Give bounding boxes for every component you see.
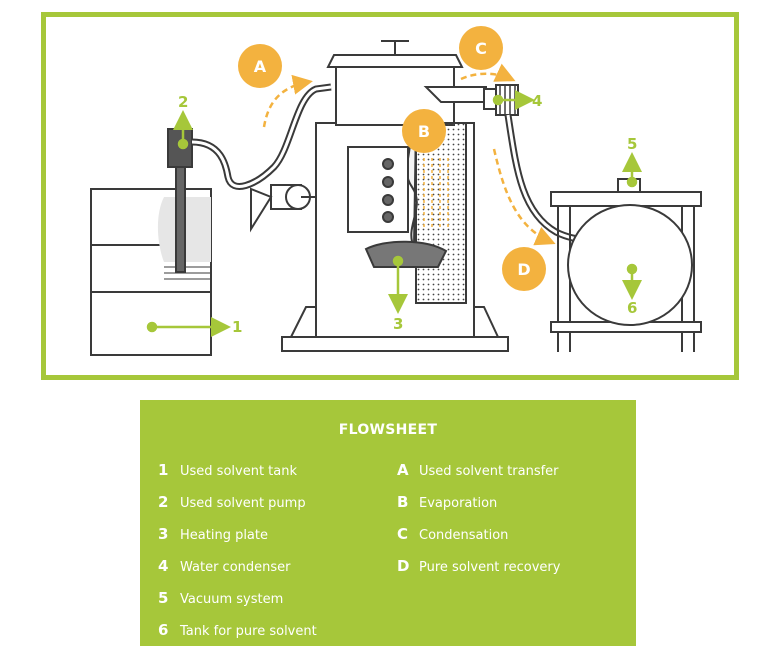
step-badge-a: A (238, 44, 282, 88)
label-3: 3 (393, 315, 403, 333)
legend-text: Tank for pure solvent (180, 624, 317, 639)
legend-text: Heating plate (180, 528, 268, 543)
legend-text: Used solvent pump (180, 496, 306, 511)
legend-key: 6 (158, 621, 169, 639)
legend-key: 1 (158, 461, 169, 479)
step-badge-c: C (459, 26, 503, 70)
legend-item-6: 6 Tank for pure solvent (158, 621, 317, 639)
flowsheet-diagram: 1 2 3 4 5 6 A B C D (90, 26, 702, 356)
diagram-frame: 1 2 3 4 5 6 A B C D (41, 12, 739, 380)
legend-key: 4 (158, 557, 169, 575)
legend-item-2: 2 Used solvent pump (158, 493, 306, 511)
pure-solvent-tank (550, 178, 702, 352)
legend-text: Evaporation (419, 496, 498, 511)
used-solvent-pump (167, 128, 193, 273)
legend-item-3: 3 Heating plate (158, 525, 268, 543)
legend-key: 3 (158, 525, 169, 543)
legend-text: Condensation (419, 528, 509, 543)
transfer-pipe (191, 83, 332, 190)
svg-text:D: D (517, 260, 530, 279)
legend-item-1: 1 Used solvent tank (158, 461, 297, 479)
legend-item-4: 4 Water condenser (158, 557, 291, 575)
label-6: 6 (627, 299, 637, 317)
legend-step-c: C Condensation (397, 525, 508, 543)
legend-key: C (397, 525, 409, 543)
step-badge-d: D (502, 247, 546, 291)
legend-text: Used solvent transfer (419, 464, 559, 479)
label-2: 2 (178, 93, 188, 111)
legend-key: 5 (158, 589, 169, 607)
legend-step-d: D Pure solvent recovery (397, 557, 560, 575)
svg-text:B: B (418, 122, 430, 141)
legend-text: Pure solvent recovery (419, 560, 561, 575)
flow-arrows (262, 63, 556, 246)
label-1: 1 (232, 318, 242, 336)
legend-step-b: B Evaporation (397, 493, 497, 511)
legend-item-5: 5 Vacuum system (158, 589, 283, 607)
flowsheet-legend: FLOWSHEET 1 Used solvent tank 2 Used sol… (140, 400, 636, 646)
legend-title: FLOWSHEET (338, 422, 438, 438)
svg-text:C: C (475, 39, 487, 58)
legend-text: Water condenser (180, 560, 291, 575)
legend-key: A (397, 461, 409, 479)
legend-key: B (397, 493, 409, 511)
legend-key: D (397, 557, 410, 575)
step-badge-b: B (402, 109, 446, 153)
callout-arrows (146, 90, 642, 337)
legend-step-a: A Used solvent transfer (397, 461, 559, 479)
legend-text: Used solvent tank (180, 464, 297, 479)
label-5: 5 (627, 135, 637, 153)
label-4: 4 (532, 92, 542, 110)
legend-key: 2 (158, 493, 169, 511)
legend-text: Vacuum system (180, 592, 284, 607)
svg-text:A: A (254, 57, 267, 76)
